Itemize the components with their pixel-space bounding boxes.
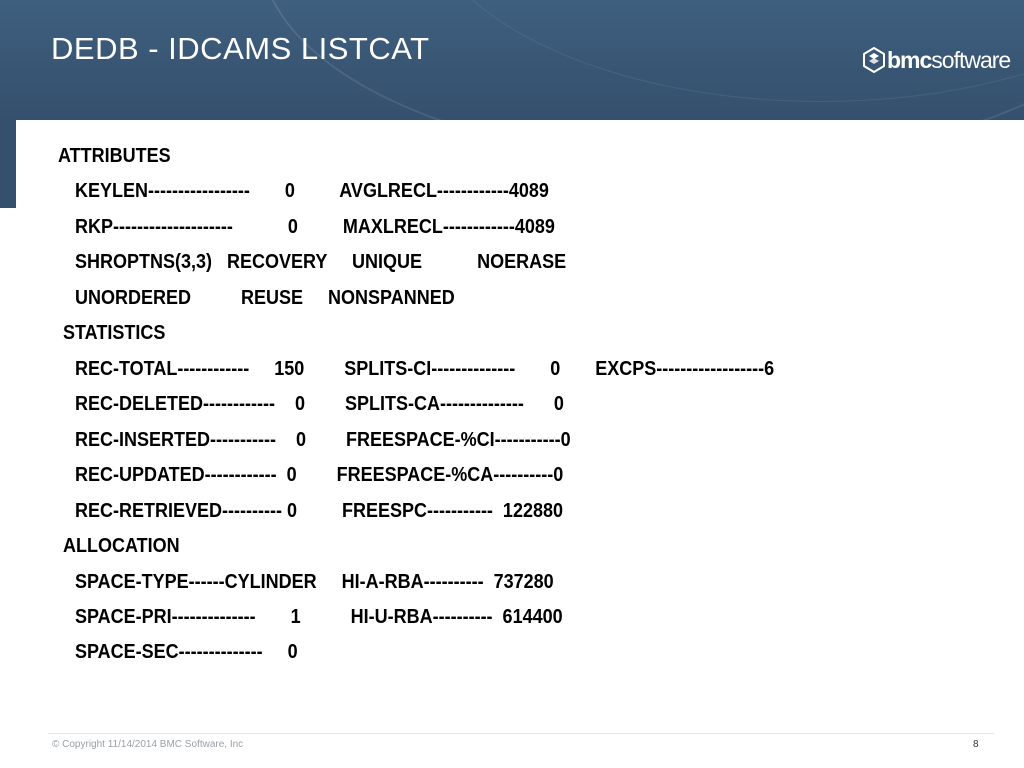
listcat-line: SPACE-PRI-------------- 1 HI-U-RBA------…: [75, 606, 563, 628]
section-heading-statistics: STATISTICS: [63, 322, 166, 344]
section-heading-allocation: ALLOCATION: [63, 535, 180, 557]
logo-text-software: software: [931, 46, 1011, 73]
slide-title: DEDB - IDCAMS LISTCAT: [51, 31, 430, 66]
footer-copyright: © Copyright 11/14/2014 BMC Software, Inc: [52, 739, 244, 750]
listcat-line: SPACE-SEC-------------- 0: [75, 641, 298, 663]
listcat-line: RKP-------------------- 0 MAXLRECL------…: [75, 216, 555, 238]
bmc-logo-icon: [863, 47, 885, 73]
logo-text-bmc: bmc: [887, 46, 932, 73]
listcat-line: REC-TOTAL------------ 150 SPLITS-CI-----…: [75, 358, 775, 380]
footer-divider: [48, 733, 994, 734]
listcat-line: UNORDERED REUSE NONSPANNED: [75, 287, 455, 309]
listcat-line: SPACE-TYPE------CYLINDER HI-A-RBA-------…: [75, 571, 554, 593]
header-side-band: [0, 120, 16, 208]
listcat-line: REC-UPDATED------------ 0 FREESPACE-%CA-…: [75, 464, 564, 486]
listcat-line: REC-INSERTED----------- 0 FREESPACE-%CI-…: [75, 429, 571, 451]
listcat-line: KEYLEN----------------- 0 AVGLRECL------…: [75, 180, 549, 202]
listcat-line: REC-RETRIEVED---------- 0 FREESPC-------…: [75, 500, 563, 522]
page-number: 8: [973, 739, 979, 750]
section-heading-attributes: ATTRIBUTES: [58, 145, 171, 167]
listcat-line: REC-DELETED------------ 0 SPLITS-CA-----…: [75, 393, 564, 415]
listcat-line: SHROPTNS(3,3) RECOVERY UNIQUE NOERASE: [75, 251, 567, 273]
slide-body: ATTRIBUTES KEYLEN----------------- 0 AVG…: [16, 120, 1024, 730]
